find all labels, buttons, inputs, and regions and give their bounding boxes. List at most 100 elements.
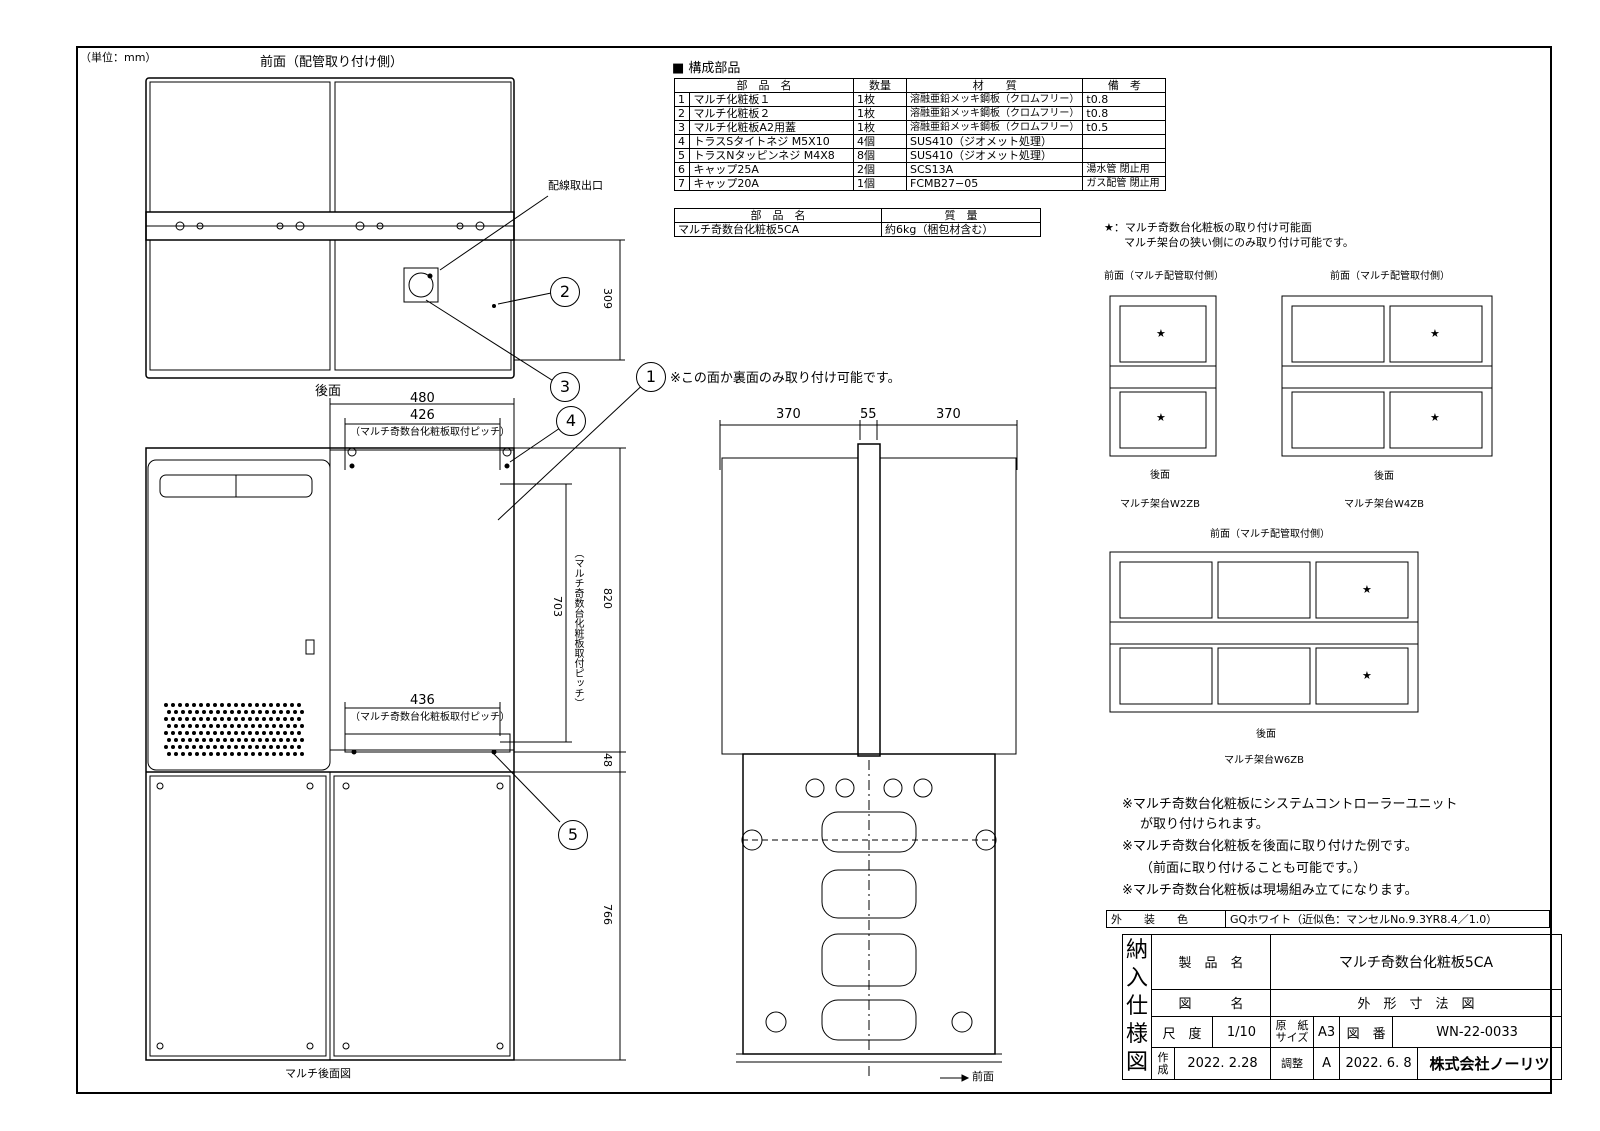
- vent-hole: [248, 703, 252, 707]
- vent-hole: [206, 745, 210, 749]
- dim-766: 766: [601, 904, 614, 925]
- row-material: 溶融亜鉛メッキ鋼板（クロムフリー）: [905, 120, 1084, 135]
- vent-hole: [185, 717, 189, 721]
- vent-hole: [262, 717, 266, 721]
- vent-hole: [216, 738, 220, 742]
- note-2: が取り付けられます。: [1140, 817, 1269, 832]
- vent-hole: [262, 703, 266, 707]
- vent-hole: [258, 724, 262, 728]
- vent-hole: [262, 745, 266, 749]
- vent-hole: [167, 724, 171, 728]
- vent-hole: [199, 745, 203, 749]
- w6zb-caption: マルチ架台W6ZB: [1224, 755, 1304, 766]
- vent-hole: [300, 710, 304, 714]
- vent-hole: [192, 731, 196, 735]
- vent-hole: [164, 717, 168, 721]
- vent-hole: [251, 724, 255, 728]
- row-name: トラスNタッピンネジ M4X8: [689, 148, 854, 163]
- row-qty: 1枚: [853, 106, 907, 121]
- vent-hole: [216, 710, 220, 714]
- weight-mass: 約6kg（梱包材含む）: [881, 222, 1041, 237]
- vent-hole: [202, 738, 206, 742]
- vent-hole: [227, 717, 231, 721]
- dim-370-left: 370: [776, 407, 801, 422]
- vent-hole: [244, 724, 248, 728]
- title-block: 納入仕様図 製 品 名 マルチ奇数台化粧板5CA 図 名 外 形 寸 法 図 尺…: [1122, 934, 1563, 1080]
- vent-hole: [237, 724, 241, 728]
- row-name: キャップ20A: [689, 176, 854, 191]
- vent-hole: [258, 738, 262, 742]
- vent-hole: [265, 724, 269, 728]
- scale-value: 1/10: [1211, 1015, 1272, 1049]
- revised-mark: A: [1312, 1047, 1341, 1080]
- vent-hole: [297, 745, 301, 749]
- parts-heading: ■ 構成部品: [672, 61, 741, 76]
- w4zb-star-top: ★: [1430, 327, 1440, 340]
- w2zb-rear-label: 後面: [1150, 470, 1170, 481]
- vent-hole: [276, 717, 280, 721]
- vent-hole: [297, 731, 301, 735]
- dim-480: 480: [410, 391, 435, 406]
- row-no: 4: [673, 134, 691, 149]
- vent-hole: [234, 717, 238, 721]
- vent-hole: [290, 717, 294, 721]
- vent-hole: [269, 717, 273, 721]
- pitch-vertical-label: （マルチ奇数台化粧板取付ピッチ）: [572, 548, 583, 708]
- pitch-top-label: （マルチ奇数台化粧板取付ピッチ）: [350, 427, 510, 438]
- row-qty: 1個: [853, 176, 907, 191]
- vent-hole: [276, 745, 280, 749]
- created-value: 2022. 2.28: [1174, 1047, 1271, 1080]
- row-note: [1082, 148, 1167, 163]
- w4zb-star-bottom: ★: [1430, 411, 1440, 424]
- vent-hole: [297, 703, 301, 707]
- w6zb-star-bottom: ★: [1362, 669, 1372, 682]
- vent-hole: [279, 710, 283, 714]
- vent-hole: [164, 731, 168, 735]
- vent-hole: [262, 731, 266, 735]
- vent-hole: [209, 752, 213, 756]
- vent-hole: [286, 738, 290, 742]
- vent-hole: [244, 738, 248, 742]
- vent-hole: [185, 731, 189, 735]
- vent-hole: [199, 731, 203, 735]
- row-name: マルチ化粧板A2用蓋: [689, 120, 854, 135]
- vent-hole: [185, 703, 189, 707]
- vent-hole: [293, 710, 297, 714]
- vent-hole: [171, 717, 175, 721]
- vent-hole: [234, 703, 238, 707]
- vent-hole: [279, 752, 283, 756]
- vent-hole: [192, 745, 196, 749]
- vent-hole: [227, 731, 231, 735]
- rack-w2zb: [1109, 295, 1217, 457]
- vent-hole: [188, 724, 192, 728]
- scale-label: 尺 度: [1151, 1015, 1213, 1049]
- vent-hole: [206, 703, 210, 707]
- vent-hole: [265, 738, 269, 742]
- drawing-frame: [76, 46, 1552, 1094]
- dim-426: 426: [410, 408, 435, 423]
- revised-value: 2022. 6. 8: [1339, 1047, 1418, 1080]
- w4zb-front-label: 前面（マルチ配管取付側）: [1330, 271, 1450, 282]
- vent-hole: [223, 738, 227, 742]
- vent-hole: [283, 717, 287, 721]
- vent-hole: [192, 717, 196, 721]
- vent-hole: [164, 703, 168, 707]
- mount-note-line1: ★：マルチ奇数台化粧板の取り付け可能面: [1104, 221, 1312, 234]
- vent-hole: [195, 738, 199, 742]
- vent-hole: [199, 717, 203, 721]
- vent-hole: [237, 752, 241, 756]
- rack-w6zb: [1109, 551, 1419, 713]
- vent-hole: [195, 710, 199, 714]
- row-qty: 8個: [853, 148, 907, 163]
- vent-hole: [283, 745, 287, 749]
- dim-55: 55: [860, 407, 877, 422]
- row-qty: 1枚: [853, 92, 907, 107]
- row-material: FCMB27−05: [905, 176, 1084, 191]
- color-label: 外 装 色: [1106, 910, 1226, 928]
- vent-hole: [293, 752, 297, 756]
